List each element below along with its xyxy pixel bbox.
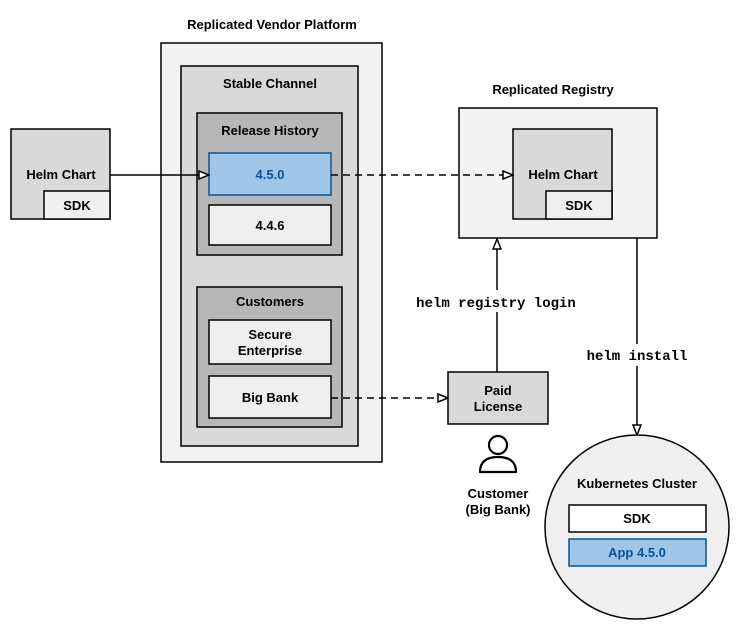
helm-registry-login-label: helm registry login	[416, 296, 576, 312]
license-label: License	[474, 399, 522, 414]
release-history-title: Release History	[221, 123, 319, 138]
customer-label: Big Bank	[242, 390, 299, 405]
customers: Customers Secure Enterprise Big Bank	[196, 286, 343, 428]
release-label: 4.5.0	[256, 167, 285, 182]
helm-chart-source[interactable]: Helm Chart SDK	[10, 128, 111, 220]
paid-license[interactable]: Paid License	[447, 371, 549, 425]
vendor-platform: Replicated Vendor Platform Stable Channe…	[160, 17, 383, 463]
customer-label: Secure	[248, 327, 291, 342]
customer-label: Enterprise	[238, 343, 302, 358]
customer-caption: Customer	[468, 486, 529, 501]
person-icon	[478, 434, 518, 474]
stable-channel: Stable Channel Release History 4.5.0 4.4…	[180, 65, 359, 447]
replicated-registry: Replicated Registry Helm Chart SDK	[458, 82, 658, 239]
vendor-platform-title: Replicated Vendor Platform	[187, 17, 357, 32]
helm-chart-title: Helm Chart	[528, 167, 598, 182]
customer-caption: (Big Bank)	[466, 502, 531, 517]
customers-title: Customers	[236, 294, 304, 309]
sdk-label: SDK	[623, 511, 651, 526]
app-label: App 4.5.0	[608, 545, 666, 560]
helm-chart-title: Helm Chart	[26, 167, 96, 182]
customer-secure-enterprise[interactable]: Secure Enterprise	[208, 319, 332, 365]
stable-channel-title: Stable Channel	[223, 76, 317, 91]
kubernetes-cluster: Kubernetes Cluster SDK App 4.5.0	[544, 434, 730, 620]
customer-big-bank[interactable]: Big Bank	[208, 375, 332, 419]
cluster-app[interactable]: App 4.5.0	[568, 538, 707, 567]
release-history: Release History 4.5.0 4.4.6	[196, 112, 343, 256]
release-label: 4.4.6	[256, 218, 285, 233]
sdk-label: SDK	[565, 198, 593, 213]
license-label: Paid	[484, 383, 512, 398]
helm-install-label: helm install	[587, 349, 688, 365]
registry-title: Replicated Registry	[492, 82, 614, 97]
release-4-4-6[interactable]: 4.4.6	[208, 204, 332, 246]
cluster-sdk[interactable]: SDK	[568, 504, 707, 533]
release-4-5-0[interactable]: 4.5.0	[208, 152, 332, 196]
cluster-title: Kubernetes Cluster	[577, 476, 697, 491]
registry-helm-chart[interactable]: Helm Chart SDK	[512, 128, 613, 220]
sdk-label: SDK	[63, 198, 91, 213]
